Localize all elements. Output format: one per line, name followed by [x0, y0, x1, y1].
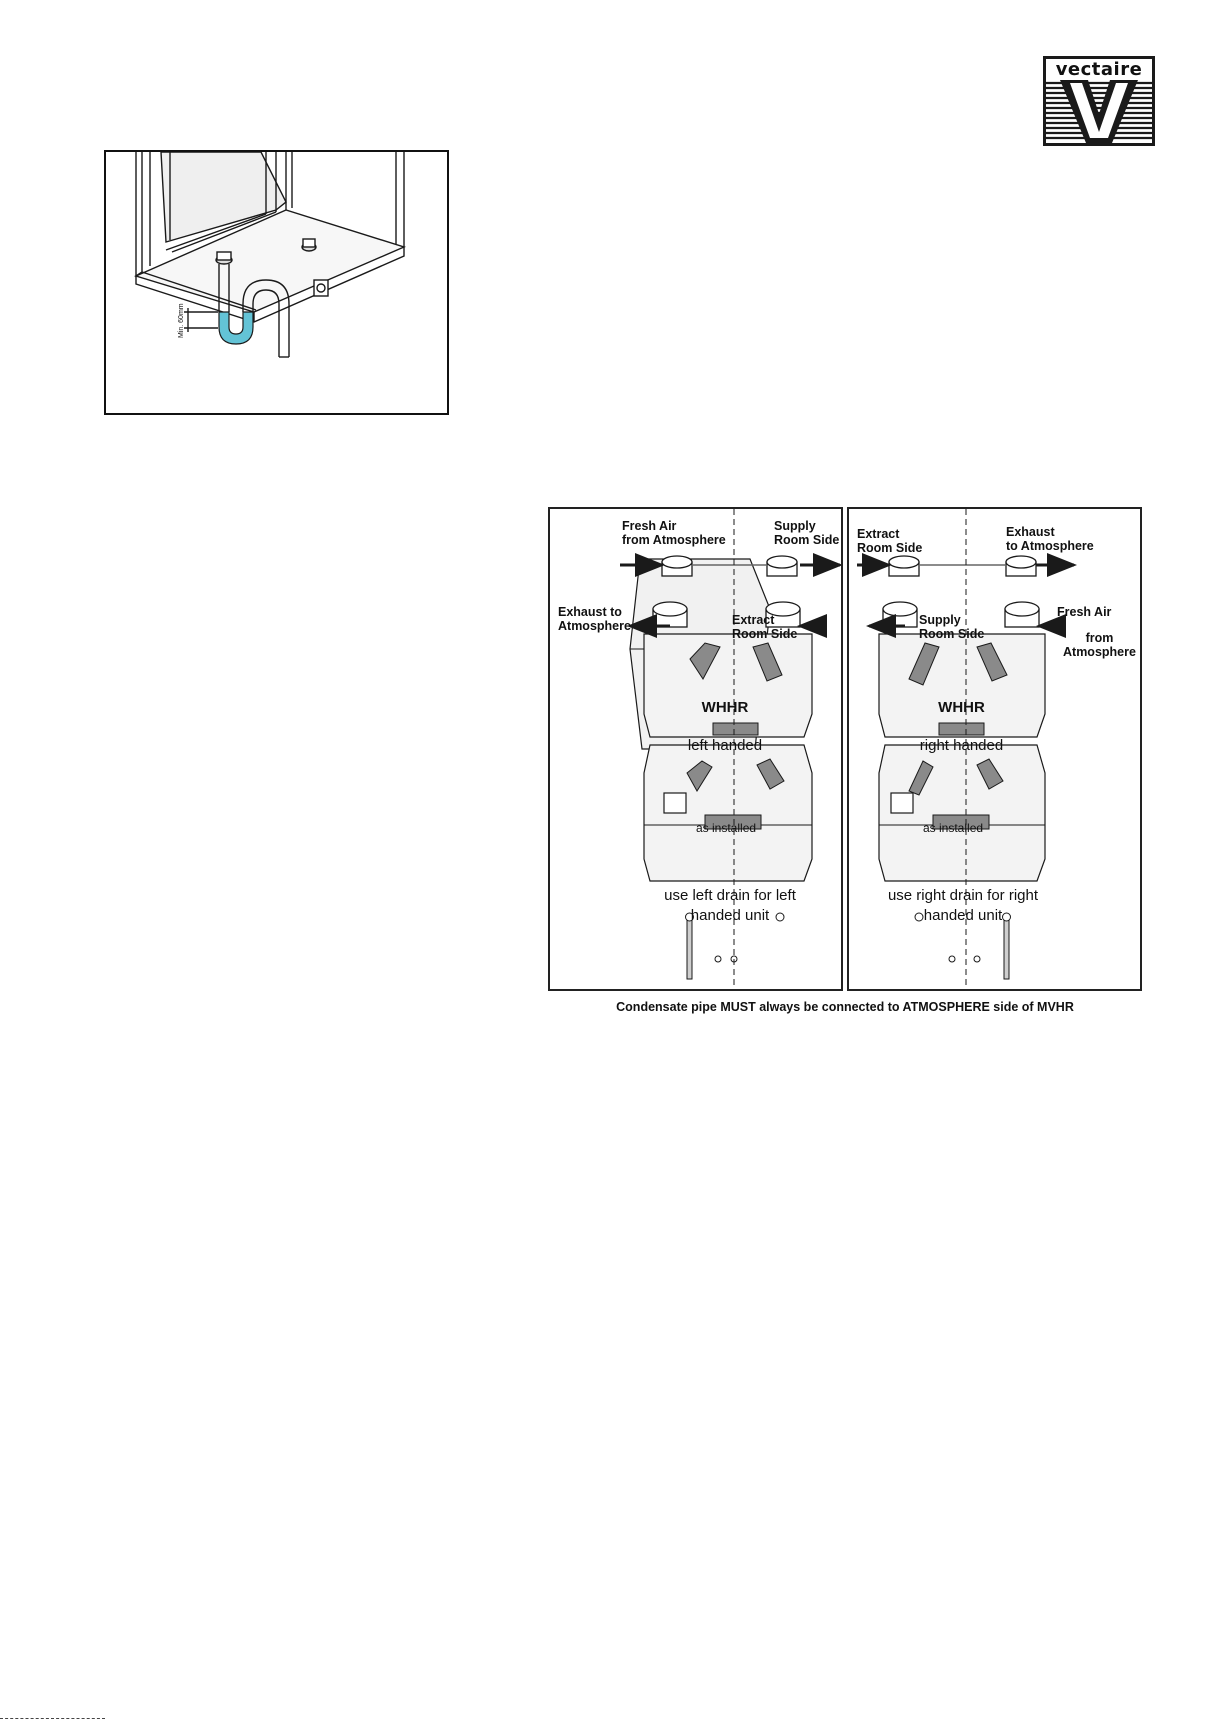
as-installed-label: as installed: [923, 821, 984, 835]
drain-note: use left drain for left handed unit: [664, 887, 796, 924]
unit-type-label: WHHR left handed: [670, 679, 780, 755]
supply-room-label: Supply Room Side: [919, 613, 985, 641]
supply-room-label: Supply Room Side: [774, 519, 840, 547]
as-installed-label: as installed: [696, 821, 757, 835]
min-height-label: Min. 60mm: [178, 303, 185, 338]
fresh-air-label: Fresh Air from Atmosphere: [622, 519, 726, 547]
unit-handedness: right handed: [919, 737, 1004, 754]
left-unit-drawing: [620, 509, 841, 989]
right-handed-diagram: Extract Room Side Exhaust to Atmosphere …: [847, 507, 1142, 991]
right-unit-drawing: [857, 509, 1077, 989]
left-handed-diagram: Fresh Air from Atmosphere Supply Room Si…: [548, 507, 843, 991]
exhaust-label: Exhaust to Atmosphere: [558, 605, 631, 633]
condensate-trap-figure: Min. 60mm: [104, 150, 449, 415]
logo-v-mark: [1046, 80, 1152, 143]
diagram-caption: Condensate pipe MUST always be connected…: [616, 1000, 1074, 1014]
drain-note: use right drain for right handed unit: [887, 887, 1039, 924]
trap-illustration: Min. 60mm: [133, 151, 407, 358]
extract-room-label: Extract Room Side: [732, 613, 798, 641]
exhaust-label: Exhaust to Atmosphere: [1006, 525, 1094, 553]
fresh-air-source-label: from Atmosphere: [1063, 631, 1136, 659]
vectaire-logo: vectaire: [1043, 56, 1155, 146]
unit-title: WHHR: [938, 699, 985, 716]
extract-room-label: Extract Room Side: [857, 527, 923, 555]
unit-type-label: WHHR right handed: [899, 679, 1024, 755]
fresh-air-label: Fresh Air: [1057, 605, 1112, 619]
page-footer-rule: [0, 1718, 105, 1719]
logo-wordmark: vectaire: [1055, 59, 1143, 80]
unit-handedness: left handed: [687, 737, 763, 754]
unit-title: WHHR: [701, 699, 749, 716]
